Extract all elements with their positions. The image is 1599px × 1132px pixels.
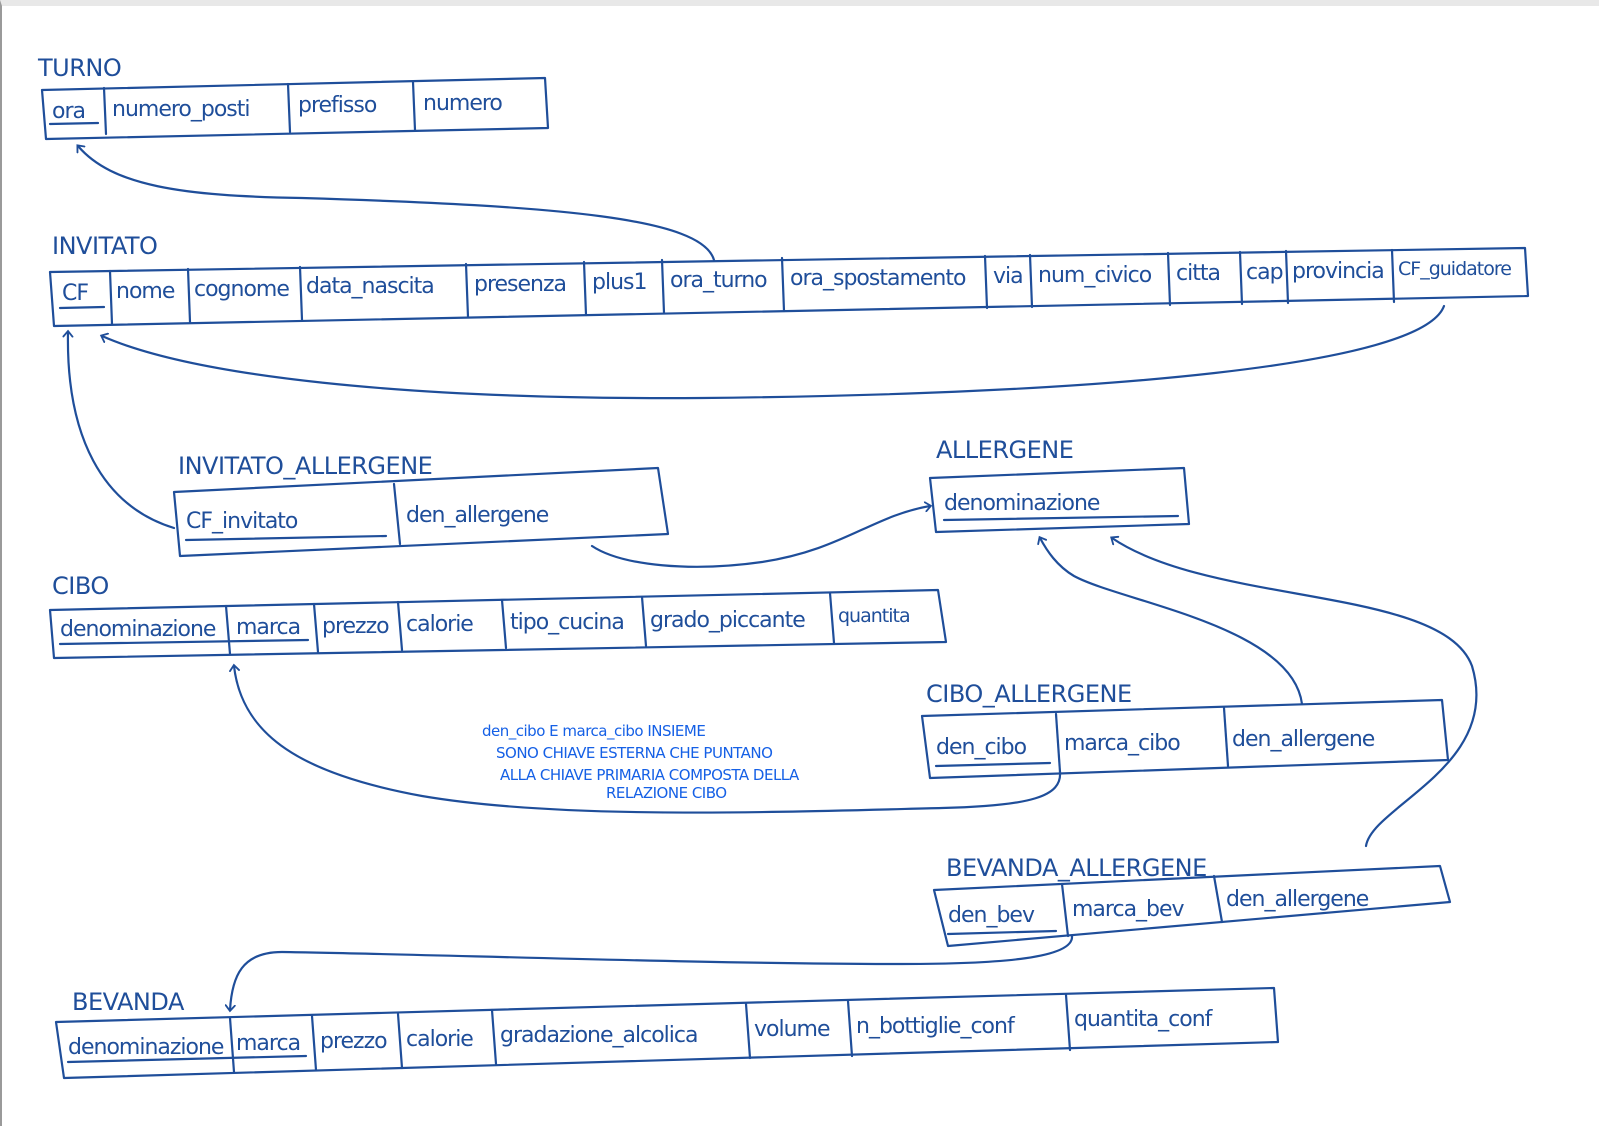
attr-bevanda-prezzo: prezzo [320,1029,387,1054]
relational-schema-diagram: TURNO ora numero_posti prefisso numero I… [37,54,1530,1080]
table-title-invitato: INVITATO [52,232,157,260]
attr-bevanda-quantita-conf: quantita_conf [1074,1007,1214,1032]
attr-bevanda-allergene-den-allergene: den_allergene [1226,887,1369,912]
arrow-bevanda-allergene-to-allergene [1110,535,1478,848]
attr-invitato-cap: cap [1246,260,1283,285]
table-title-cibo: CIBO [52,572,109,600]
annotation-line-1: den_cibo E marca_cibo INSIEME [482,722,705,741]
table-title-allergene: ALLERGENE [936,436,1073,464]
pk-underline-bevanda [66,1054,308,1064]
attr-invitato-ora-turno: ora_turno [670,268,767,293]
table-border-bevanda-allergene [932,864,1452,948]
table-invitato: INVITATO CF nome cognome data_nascita pr… [48,232,1530,328]
table-border-invitato [48,246,1530,328]
table-bevanda: BEVANDA denominazione marca prezzo calor… [54,986,1280,1080]
table-border-invitato-allergene [172,466,670,558]
arrow-cibo-allergene-to-cibo-pk [229,663,1062,814]
attr-invitato-allergene-cf-invitato: CF_invitato [186,509,298,534]
attr-bevanda-marca: marca [236,1031,300,1056]
table-title-invitato-allergene: INVITATO_ALLERGENE [178,452,432,480]
table-invitato-allergene: INVITATO_ALLERGENE CF_invitato den_aller… [172,452,670,558]
arrow-cibo-allergene-to-allergene [1037,535,1304,706]
attr-invitato-data-nascita: data_nascita [306,274,434,299]
table-allergene: ALLERGENE denominazione [928,436,1191,534]
attr-bevanda-allergene-den-bev: den_bev [948,903,1035,928]
attr-invitato-cf: CF [62,281,88,306]
annotation-line-2: SONO CHIAVE ESTERNA CHE PUNTANO [496,744,772,762]
attr-invitato-cognome: cognome [194,277,289,302]
attr-turno-numero-posti: numero_posti [112,97,250,122]
attr-invitato-citta: citta [1176,261,1220,286]
attr-cibo-allergene-marca-cibo: marca_cibo [1064,731,1180,756]
pk-underline-cibo [58,638,310,646]
attr-invitato-via: via [993,264,1023,289]
attr-cibo-grado-piccante: grado_piccante [650,608,805,633]
attr-bevanda-calorie: calorie [406,1027,473,1052]
table-border-turno [40,76,550,141]
attr-allergene-denominazione: denominazione [944,491,1100,516]
attr-cibo-calorie: calorie [406,612,473,637]
attr-bevanda-gradazione-alcolica: gradazione_alcolica [500,1023,698,1048]
attr-invitato-allergene-den-allergene: den_allergene [406,503,549,528]
attr-invitato-presenza: presenza [474,272,566,297]
attr-bevanda-allergene-marca-bev: marca_bev [1072,897,1185,922]
attr-invitato-num-civico: num_civico [1038,263,1152,288]
table-border-cibo-allergene [920,698,1450,780]
attr-cibo-tipo-cucina: tipo_cucina [510,610,624,635]
table-title-bevanda-allergene: BEVANDA_ALLERGENE [946,854,1207,882]
table-border-allergene [928,466,1191,534]
foreign-key-arrows [62,144,1478,1013]
annotation-line-3: ALLA CHIAVE PRIMARIA COMPOSTA DELLA [500,766,800,784]
table-turno: TURNO ora numero_posti prefisso numero [37,54,550,141]
attr-invitato-cf-guidatore: CF_guidatore [1398,258,1511,280]
attr-cibo-allergene-den-allergene: den_allergene [1232,727,1375,752]
attr-invitato-plus1: plus1 [592,270,646,295]
arrow-ora-turno-to-turno-ora [76,144,716,262]
arrow-cf-invitato-to-invitato-cf [62,329,176,530]
table-title-bevanda: BEVANDA [72,988,185,1016]
attr-cibo-quantita: quantita [838,605,910,627]
arrow-den-allergene-to-allergene [590,501,933,568]
attr-bevanda-n-bottiglie-conf: n_bottiglie_conf [856,1014,1016,1039]
pk-underline-allergene [942,514,1180,522]
pk-underline-cibo-allergene [934,761,1052,768]
arrow-cf-guidatore-to-invitato-cf [99,304,1446,400]
attr-turno-numero: numero [423,91,502,116]
attr-turno-prefisso: prefisso [298,93,377,118]
attr-bevanda-denominazione: denominazione [68,1035,224,1060]
attr-cibo-marca: marca [236,615,300,640]
table-cibo-allergene: CIBO_ALLERGENE den_cibo marca_cibo den_a… [920,680,1450,780]
table-cibo: CIBO denominazione marca prezzo calorie … [48,572,948,660]
table-bevanda-allergene: BEVANDA_ALLERGENE den_bev marca_bev den_… [932,854,1452,948]
attr-invitato-ora-spostamento: ora_spostamento [790,266,966,291]
annotation-note: den_cibo E marca_cibo INSIEME SONO CHIAV… [482,722,801,802]
attr-invitato-nome: nome [116,279,175,304]
attr-cibo-prezzo: prezzo [322,614,389,639]
pk-underline-turno-ora [48,121,100,126]
attr-cibo-allergene-den-cibo: den_cibo [936,735,1027,760]
pk-underline-invitato-allergene [184,534,388,542]
table-border-bevanda [54,986,1280,1080]
table-title-turno: TURNO [37,54,121,82]
pk-underline-bevanda-allergene [946,929,1058,936]
table-title-cibo-allergene: CIBO_ALLERGENE [926,680,1132,708]
arrow-bevanda-allergene-to-bevanda-pk [224,934,1074,1013]
attr-bevanda-volume: volume [754,1017,830,1042]
attr-cibo-denominazione: denominazione [60,617,216,642]
pk-underline-invitato-cf [58,305,106,310]
attr-invitato-provincia: provincia [1292,259,1384,284]
annotation-line-4: RELAZIONE CIBO [606,784,727,802]
attr-turno-ora: ora [52,99,85,124]
